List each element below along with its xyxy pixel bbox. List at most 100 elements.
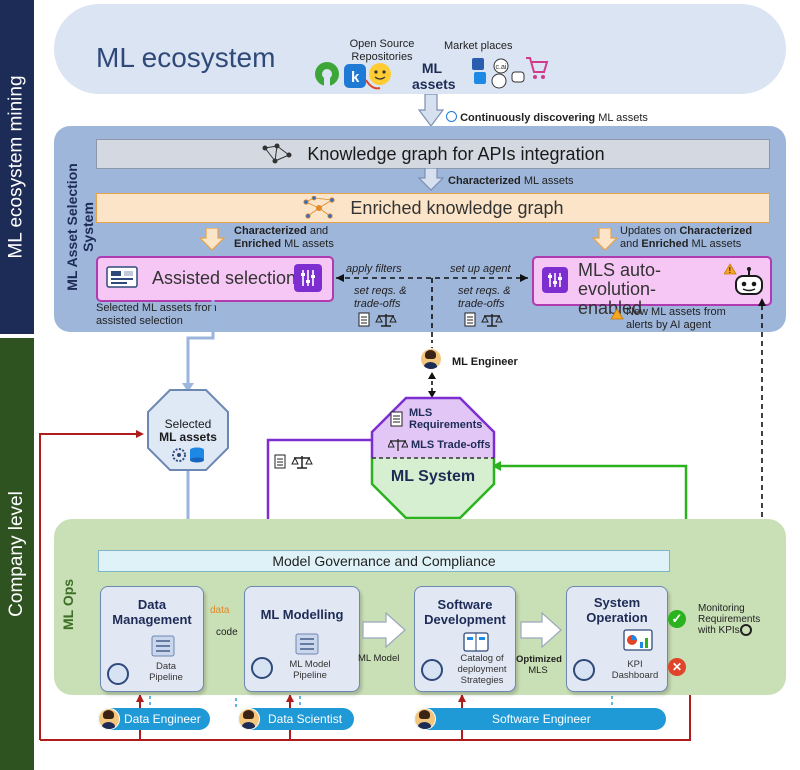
right-note-d: Enriched	[641, 238, 689, 250]
catalog-icon	[463, 632, 489, 652]
doc-scale-icons-right	[464, 312, 503, 327]
selected-from-note: Selected ML assets from assisted selecti…	[96, 302, 217, 327]
data-gear-icon	[107, 663, 129, 685]
check-icon: ✓	[668, 610, 686, 628]
marketplace-icons: c.ai	[472, 57, 549, 89]
discovering-note: Continuously discovering ML assets	[446, 111, 648, 125]
market-places-label: Market places	[444, 40, 513, 52]
orange-down-arrow-right	[592, 228, 618, 251]
ml-system-label: ML System	[390, 468, 476, 485]
system-operation-title: System Operation	[586, 595, 648, 625]
software-development-box[interactable]: Software Development Catalog of deployme…	[414, 586, 516, 692]
right-note-a: Updates on	[620, 225, 680, 237]
orange-down-arrow-left	[199, 228, 225, 251]
sliders-icon-right	[542, 267, 568, 293]
data-scientist-avatar	[238, 708, 260, 730]
ml-model-label: ML Model	[358, 653, 400, 664]
ml-ops-label: ML Ops	[60, 578, 76, 630]
set-up-agent-label: set up agent	[450, 263, 511, 275]
warning-icon	[610, 308, 624, 320]
software-gear-icon	[421, 659, 443, 681]
red-left-line	[39, 433, 140, 740]
set-reqs-right-label: set reqs. & trade-offs	[458, 285, 511, 310]
dashboard-icon	[106, 266, 138, 288]
assisted-selection-title: Assisted selection	[152, 268, 297, 288]
mls-requirements-label: MLS Requirements	[409, 407, 483, 431]
ml-modelling-title: ML Modelling	[260, 607, 344, 622]
knowledge-graph-title: Knowledge graph for APIs integration	[307, 143, 605, 164]
ml-ecosystem-cloud	[54, 4, 786, 94]
search-icon	[446, 111, 457, 122]
system-operation-box[interactable]: System Operation KPI Dashboard	[566, 586, 668, 692]
left-note-b: and	[306, 225, 329, 237]
sliders-icon	[294, 264, 322, 292]
avatar	[420, 348, 442, 370]
discovering-rest: ML assets	[595, 112, 648, 124]
characterized-rest: ML assets	[520, 175, 574, 187]
ml-model-pipeline-label: ML Model Pipeline	[289, 659, 331, 681]
ml-engineer-avatar	[420, 348, 442, 375]
scale-icon	[388, 439, 408, 451]
assisted-selection-box[interactable]: Assisted selection	[96, 256, 334, 302]
optimized-label: Optimized	[516, 654, 562, 665]
arrow-to-software	[362, 612, 406, 648]
ml-modelling-box[interactable]: ML Modelling ML Model Pipeline	[244, 586, 360, 692]
azure-icon	[472, 58, 484, 70]
left-note-d: ML assets	[281, 238, 334, 250]
openai-icon	[491, 73, 507, 89]
selected-assets-a: Selected	[164, 417, 212, 431]
code-label: code	[216, 627, 238, 638]
svg-text:!: !	[729, 266, 732, 275]
characterized-bold: Characterized	[448, 175, 521, 187]
data-engineer-label: Data Engineer	[124, 712, 201, 726]
gear-database-icon	[172, 447, 204, 463]
ml-assets-label: ML assets	[412, 60, 456, 92]
mls-auto-title: MLS auto-evolution-enabled	[578, 260, 662, 318]
svg-text:k: k	[351, 69, 360, 86]
ml-ecosystem-title: ML ecosystem	[96, 42, 276, 73]
repository-icons: k	[315, 62, 391, 90]
characterized-note: Characterized ML assets	[448, 175, 574, 188]
optimized-mls-label: Optimized MLS	[516, 654, 562, 676]
governance-title: Model Governance and Compliance	[272, 553, 496, 569]
huggingface-icon	[369, 63, 391, 85]
down-arrow-discover	[418, 94, 444, 127]
svg-text:c.ai: c.ai	[496, 64, 507, 71]
data-scientist-pill: Data Scientist	[238, 708, 354, 730]
mls-auto-evolution-box[interactable]: MLS auto-evolution-enabled !	[532, 256, 772, 318]
software-engineer-pill: Software Engineer	[414, 708, 666, 730]
magnifier-icon	[740, 624, 752, 636]
mls-tradeoffs-label: MLS Trade-offs	[411, 439, 491, 451]
set-reqs-left-label: set reqs. & trade-offs	[354, 285, 407, 310]
data-management-box[interactable]: Data Management Data Pipeline	[100, 586, 204, 692]
enriched-graph-title: Enriched knowledge graph	[350, 197, 564, 218]
data-engineer-avatar	[98, 708, 120, 730]
right-note-e: ML assets	[688, 238, 742, 250]
data-label: data	[210, 605, 230, 616]
kaggle-icon	[344, 64, 366, 88]
apply-filters-label: apply filters	[346, 263, 402, 275]
selected-assets-text: Selected ML assets	[150, 418, 226, 444]
down-arrow-characterized	[418, 168, 444, 191]
company-level-sidebar: Company level	[0, 338, 34, 770]
data-engineer-pill: Data Engineer	[98, 708, 210, 730]
ecosystem-mining-sidebar: ML ecosystem mining	[0, 0, 34, 334]
selected-assets-b: ML assets	[159, 430, 217, 444]
network-icon	[303, 196, 336, 219]
software-development-title: Software Development	[424, 597, 506, 627]
x-icon: ✕	[668, 658, 686, 676]
model-pipeline-icon	[295, 633, 319, 655]
kpi-dashboard-label: KPI Dashboard	[611, 659, 659, 681]
left-enriched-note: Characterized and Enriched ML assets	[234, 225, 334, 251]
discovering-bold: Continuously discovering	[460, 112, 596, 124]
modelling-gear-icon	[251, 657, 273, 679]
selected-assets-hexagon	[147, 389, 229, 471]
data-pipeline-label: Data Pipeline	[149, 661, 183, 683]
ml-engineer-label: ML Engineer	[452, 356, 518, 368]
enriched-graph-bar: Enriched knowledge graph	[96, 193, 770, 223]
mls-label: MLS	[528, 665, 548, 676]
governance-bar: Model Governance and Compliance	[98, 550, 670, 572]
robot-alert-icon: !	[724, 263, 763, 295]
open-source-label: Open Source Repositories	[349, 38, 415, 63]
right-note-c: and	[620, 238, 642, 250]
